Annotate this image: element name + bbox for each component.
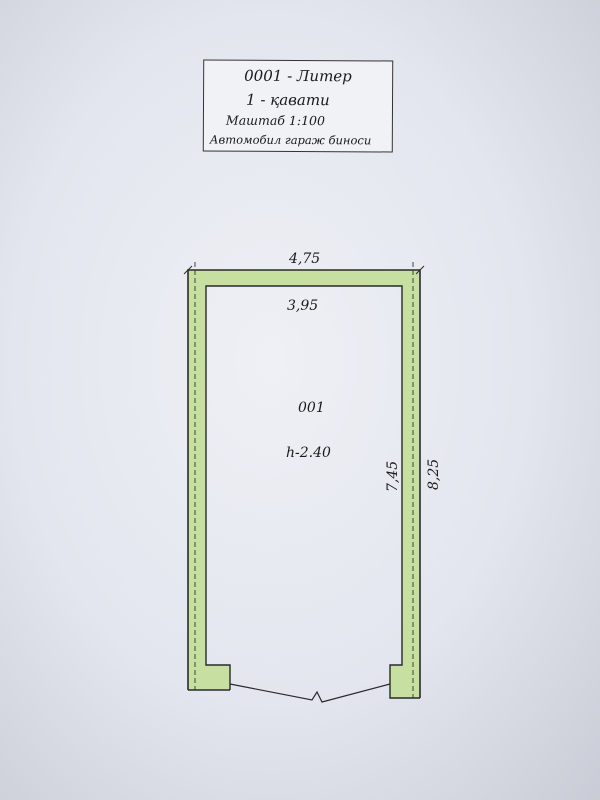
inner-wall-line [205,285,420,699]
dimension-tick-left [183,265,193,275]
outer-width-label: 4,75 [288,251,320,267]
inner-length-label: 7,45 [385,461,401,492]
inner-width-label: 3,95 [287,298,318,314]
room-number-label: 001 [298,400,325,416]
door-opening-line [229,683,391,703]
room-height-label: h-2.40 [286,445,331,461]
outer-length-label: 8,25 [426,459,442,490]
dimension-tick-right [415,265,425,275]
